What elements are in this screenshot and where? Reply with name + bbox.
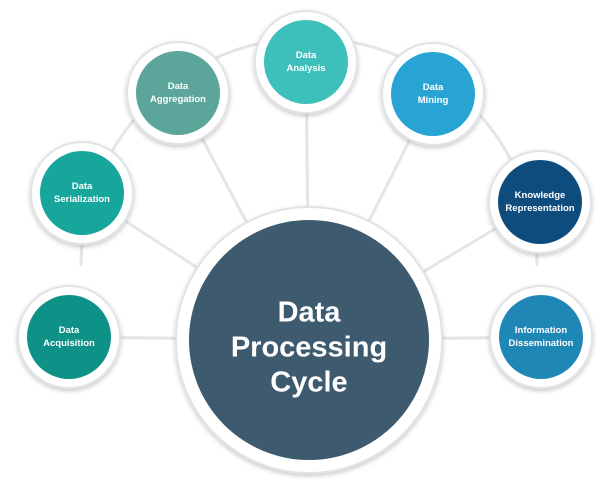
stage-label-data-serialization-line-1: Data xyxy=(72,181,93,192)
stage-label-information-dissemination-line-1: Information xyxy=(515,325,567,336)
stage-label-knowledge-representation-line-1: Knowledge xyxy=(515,190,566,201)
stage-label-data-acquisition-line-2: Acquisition xyxy=(43,338,95,349)
stage-label-data-mining-line-1: Data xyxy=(423,82,444,93)
stage-circle-data-mining xyxy=(391,52,475,136)
stage-label-data-mining-line-2: Mining xyxy=(418,95,449,106)
stage-label-data-aggregation-line-2: Aggregation xyxy=(150,94,206,105)
stage-label-data-analysis-line-2: Analysis xyxy=(286,63,325,74)
connector-line-knowledge-representation xyxy=(421,226,498,274)
connector-line-data-mining xyxy=(367,138,412,223)
center-node: Data Processing Cycle xyxy=(175,206,443,474)
stage-circle-knowledge-representation xyxy=(498,160,582,244)
stage-label-data-serialization-line-2: Serialization xyxy=(54,194,110,205)
connector-line-data-acquisition xyxy=(118,336,178,340)
connector-line-data-aggregation xyxy=(200,136,249,224)
stage-label-data-aggregation-line-1: Data xyxy=(168,81,189,92)
stage-label-information-dissemination-line-2: Dissemination xyxy=(509,338,574,349)
stage-circle-data-acquisition xyxy=(27,295,111,379)
connector-line-information-dissemination xyxy=(440,336,492,340)
stage-circle-data-aggregation xyxy=(136,51,220,135)
connector-line-data-analysis xyxy=(305,111,310,209)
stage-label-data-acquisition-line-1: Data xyxy=(59,325,80,336)
center-title-line-3: Cycle xyxy=(270,367,347,399)
stage-circle-information-dissemination xyxy=(499,295,583,379)
stage-circle-data-serialization xyxy=(40,151,124,235)
center-inner-circle xyxy=(189,220,429,460)
connector-lines xyxy=(118,111,498,340)
stage-label-knowledge-representation-line-2: Representation xyxy=(505,203,574,214)
stage-nodes: DataAcquisitionDataSerializationDataAggr… xyxy=(17,10,593,389)
stage-circle-data-analysis xyxy=(264,20,348,104)
stage-label-data-analysis-line-1: Data xyxy=(296,50,317,61)
center-title-line-1: Data xyxy=(278,297,342,329)
center-title-line-2: Processing xyxy=(231,332,387,364)
connector-line-data-serialization xyxy=(123,219,199,270)
